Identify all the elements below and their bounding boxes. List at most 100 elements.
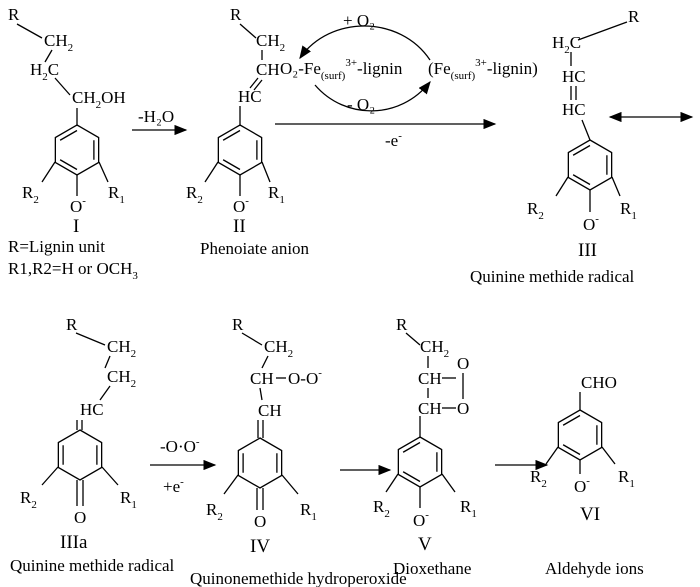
structure-II: R CH2 CH HC R2 R1 O- II (186, 5, 285, 237)
o-label: O (74, 508, 86, 527)
hc-label: HC (238, 87, 262, 106)
structure-VI: CHO R2 R1 O- VI (530, 373, 635, 525)
r-label: R (66, 315, 78, 334)
dioxethane-name: Dioxethane (393, 559, 471, 578)
o-label: O (254, 512, 266, 531)
ring-outline (557, 409, 603, 461)
ring-outline (217, 124, 263, 176)
r1r2-definition: R1,R2=H or OCH3 (8, 259, 138, 282)
double-bond (562, 414, 581, 426)
numeral-V: V (418, 534, 432, 555)
double-bond (572, 174, 591, 186)
ch-label: CH (256, 60, 280, 79)
quinone-ring (237, 437, 283, 489)
electron-loss-label: -e- (385, 130, 402, 150)
ch-label-2: CH (258, 401, 282, 420)
hydroperoxide-name: Quinonemethide hydroperoxide (190, 569, 407, 587)
structure-IV: R CH2 CH O-O- CH R2 R1 O IV (206, 315, 322, 557)
benzene-ring (557, 409, 603, 461)
ch2oh-label: CH2OH (72, 88, 126, 111)
minus-o2-label: - O₂ (347, 95, 375, 114)
numeral-I: I (73, 216, 79, 237)
o-minus-label: O- (583, 213, 599, 234)
h2c-label: H2C (552, 33, 581, 56)
r2-label: R2 (20, 488, 37, 511)
ch-label: CH (250, 369, 274, 388)
r-label: R (628, 7, 640, 26)
structure-V: R CH2 CH CH O O R2 R1 O- V (373, 315, 477, 555)
electron-gain-label: +e- (163, 476, 184, 496)
benzene-ring (567, 139, 613, 191)
ch-label-2: CH (418, 399, 442, 418)
double-bond (59, 159, 78, 171)
r-label: R (232, 315, 244, 334)
double-bond (562, 444, 581, 456)
ch2-label: CH2 (107, 337, 136, 360)
r2-label: R2 (186, 183, 203, 206)
ring-outline (54, 124, 100, 176)
phenolate-anion-name: Phenoiate anion (200, 239, 310, 258)
peroxide-label: O-O- (288, 367, 322, 388)
fe-lignin-label: (Fe(surf)3+-lignin) (428, 57, 538, 82)
numeral-IIIa: IIIa (60, 532, 88, 553)
o-minus-label: O- (233, 195, 249, 216)
benzene-ring (54, 124, 100, 176)
iron-redox-cycle: + O₂ - O₂ O₂-Fe(surf)3+-lignin (Fe(surf)… (280, 11, 538, 114)
hc-label: HC (80, 400, 104, 419)
structure-I: R CH2 H2C CH2OH R2 R1 O- I (8, 5, 126, 237)
ring-outline (237, 437, 283, 489)
benzene-ring (397, 436, 443, 488)
ch2-label: CH2 (264, 337, 293, 360)
ch-label: CH (418, 369, 442, 388)
plus-o2-label: + O₂ (343, 11, 375, 30)
structure-III: R H2C HC HC R2 R1 O- III (527, 7, 640, 261)
ring-outline (397, 436, 443, 488)
aldehyde-ions-name: Aldehyde ions (545, 559, 644, 578)
ch2-label: CH2 (256, 31, 285, 54)
hc-label-2: HC (562, 100, 586, 119)
r2-label: R2 (373, 497, 390, 520)
r1-label: R1 (620, 199, 637, 222)
quinone-methide-radical-name-2: Quinine methide radical (10, 556, 175, 575)
quinone-ring (57, 429, 103, 481)
dehydration-label: -H₂O (138, 107, 174, 126)
numeral-VI: VI (580, 504, 600, 525)
o-minus-label: O- (413, 509, 429, 530)
ch2-label-2: CH2 (107, 367, 136, 390)
r-label: R (396, 315, 408, 334)
o-label-2: O (457, 399, 469, 418)
numeral-III: III (578, 240, 597, 261)
o-minus-label: O- (574, 475, 590, 496)
o2-fe-lignin-label: O₂-Fe(surf)3+-lignin (280, 57, 403, 82)
cycle-arrow-top (299, 25, 431, 61)
double-bond (402, 441, 421, 453)
r-label: R (8, 5, 20, 24)
r-label: R (230, 5, 242, 24)
r1-label: R1 (120, 488, 137, 511)
numeral-IV: IV (250, 536, 270, 557)
cho-label: CHO (581, 373, 617, 392)
double-bond (59, 129, 78, 141)
benzene-ring (217, 124, 263, 176)
ring-outline (567, 139, 613, 191)
r-definition: R=Lignin unit (8, 237, 105, 256)
r2-label: R2 (22, 183, 39, 206)
o-minus-label: O- (70, 195, 86, 216)
ch2-label: CH2 (44, 31, 73, 54)
r1-label: R1 (300, 500, 317, 523)
double-bond (572, 144, 591, 156)
quinone-methide-radical-name: Quinine methide radical (470, 267, 635, 286)
r2-label: R2 (527, 199, 544, 222)
h2c-label: H2C (30, 60, 59, 83)
ring-outline (57, 429, 103, 481)
r1-label: R1 (460, 497, 477, 520)
r1-label: R1 (108, 183, 125, 206)
o-label-1: O (457, 354, 469, 373)
r1-label: R1 (618, 467, 635, 490)
cycle-arrow-bottom (314, 80, 431, 112)
hc-label: HC (562, 67, 586, 86)
r1-label: R1 (268, 183, 285, 206)
double-bond (402, 471, 421, 483)
double-bond (222, 129, 241, 141)
